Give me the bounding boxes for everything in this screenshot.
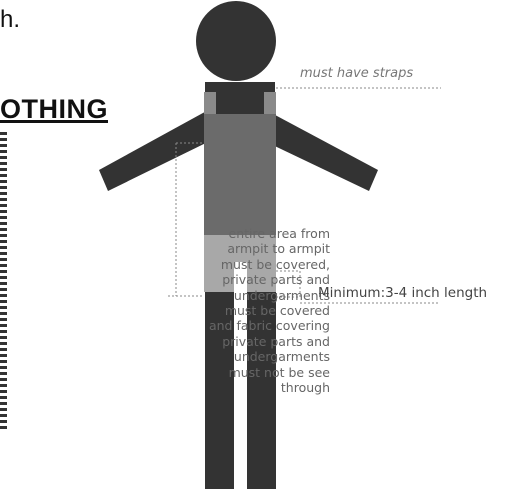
figure-right-foot — [247, 474, 276, 489]
straps-label: must have straps — [300, 66, 413, 81]
figure-left-foot — [205, 474, 234, 489]
figure-right-arm — [260, 108, 378, 191]
figure-neckline — [216, 92, 264, 114]
coverage-label: entire area from armpit to armpit must b… — [148, 226, 330, 395]
figure-head — [196, 1, 276, 81]
figure-strap-right — [264, 92, 276, 114]
figure-left-arm — [99, 108, 214, 191]
minimum-length-label: Minimum:3-4 inch length — [318, 285, 487, 301]
figure-strap-left — [204, 92, 216, 114]
